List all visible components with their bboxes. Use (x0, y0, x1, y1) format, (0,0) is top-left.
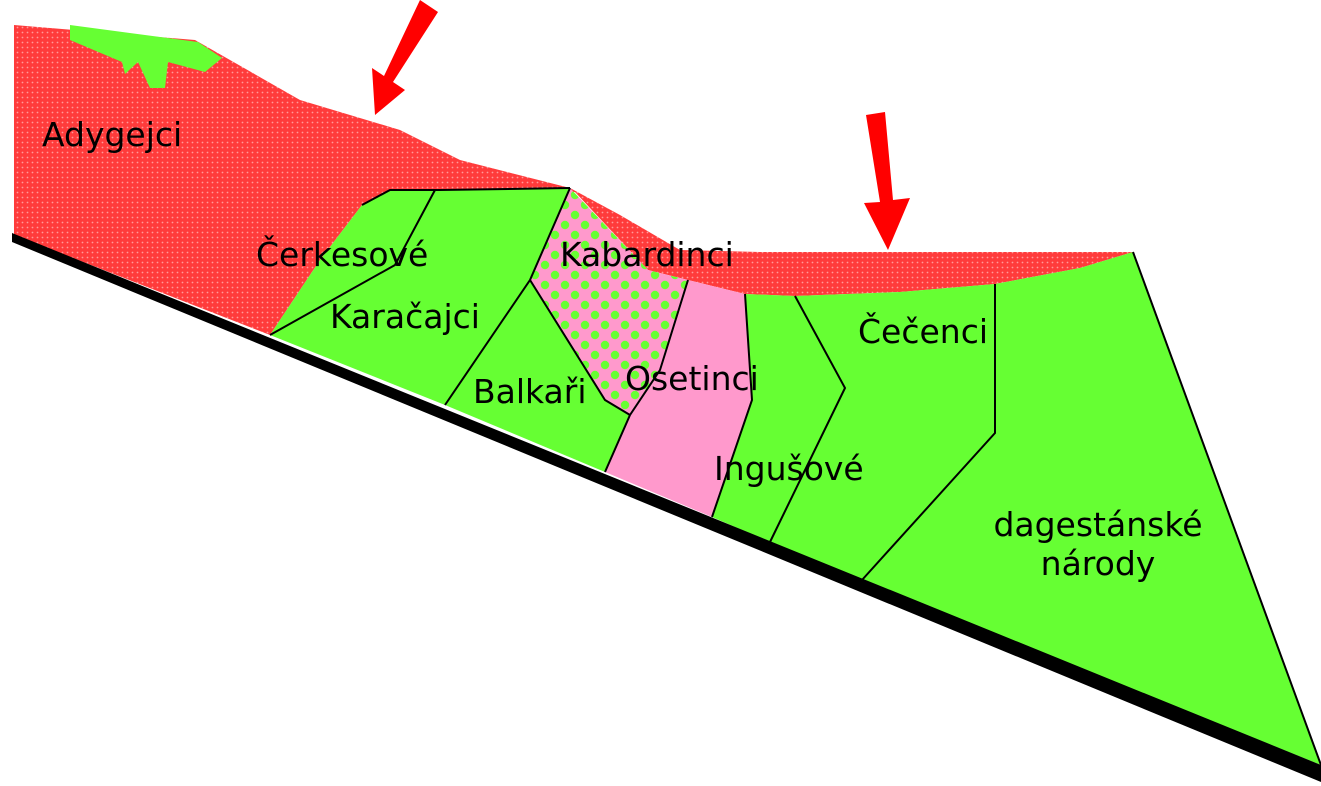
label-dagestanske: dagestánské národy (978, 508, 1218, 580)
label-ingusove: Ingušové (714, 449, 864, 488)
region-boundaries (269, 187, 1321, 766)
region-cerkesove-karacajci (270, 188, 570, 405)
region-osetinci (605, 280, 752, 517)
region-kabardinci (530, 188, 688, 415)
region-balkari (445, 280, 630, 472)
label-cerkesove: Čerkesové (256, 235, 429, 274)
region-adygejci-green-patch (70, 25, 222, 88)
arrow-right-icon (864, 112, 910, 250)
label-balkari: Balkaři (473, 372, 587, 411)
label-dagestanske-line2: národy (1040, 544, 1156, 583)
region-cecenci (770, 284, 995, 580)
label-osetinci: Osetinci (625, 359, 759, 398)
region-ingusove (712, 294, 845, 542)
label-karacajci: Karačajci (330, 297, 480, 336)
label-kabardinci: Kabardinci (560, 235, 734, 274)
region-adygejci (14, 25, 1133, 335)
label-cecenci: Čečenci (858, 312, 989, 351)
label-adygejci: Adygejci (42, 115, 183, 154)
region-dagestanske-narody (862, 252, 1321, 765)
arrow-left-icon (372, 0, 438, 115)
base-line (12, 233, 1321, 782)
label-dagestanske-line1: dagestánské (993, 505, 1203, 544)
